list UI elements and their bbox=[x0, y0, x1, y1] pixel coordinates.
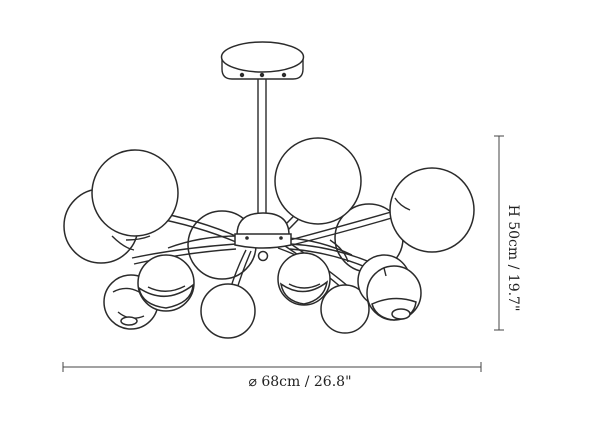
width-label: ⌀ 68cm / 26.8" bbox=[248, 374, 352, 390]
stem-rod bbox=[257, 79, 267, 213]
globes-lower bbox=[103, 252, 422, 339]
globes-upper bbox=[91, 137, 475, 253]
width-dimension bbox=[62, 362, 482, 372]
globe-lower-center bbox=[200, 283, 256, 339]
globe-upper-right bbox=[389, 167, 475, 253]
height-label: H 50cm / 19.7" bbox=[505, 204, 521, 312]
globe-upper-center bbox=[274, 137, 362, 225]
globe-upper-left bbox=[91, 149, 179, 237]
height-dimension bbox=[494, 135, 504, 331]
globe-lower-right-back bbox=[320, 284, 370, 334]
center-hub bbox=[234, 212, 292, 262]
ceiling-canopy bbox=[220, 41, 305, 80]
